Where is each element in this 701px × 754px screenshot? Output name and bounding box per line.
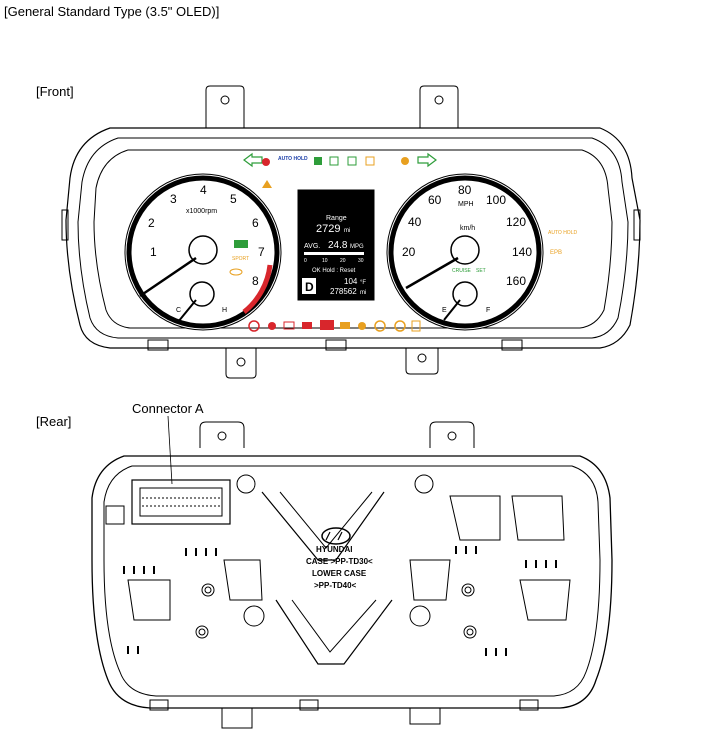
rear-case-line2: LOWER CASE xyxy=(312,569,367,578)
brake-warning-icon xyxy=(248,320,260,332)
speed-num-140: 140 xyxy=(512,245,532,259)
rear-brand: HYUNDAI xyxy=(316,545,352,554)
figure-title: [General Standard Type (3.5" OLED)] xyxy=(4,4,220,19)
hyundai-logo xyxy=(321,527,351,545)
oled-avg-value: 24.8 xyxy=(328,240,348,251)
speed-num-120: 120 xyxy=(506,215,526,229)
oled-avg-unit: MPG xyxy=(350,244,364,250)
oled-temp-unit: °F xyxy=(360,280,366,286)
rear-view-label: [Rear] xyxy=(36,414,72,429)
fuel-e-label: E xyxy=(442,307,447,314)
oled-range-label: Range xyxy=(326,215,347,222)
rear-case-line3: >PP-TD40< xyxy=(314,581,357,590)
tach-num-1: 1 xyxy=(150,245,157,259)
set-indicator: SET xyxy=(476,268,486,274)
tach-num-8: 8 xyxy=(252,274,259,288)
oled-gear-box xyxy=(302,278,316,294)
epb-warning-icon xyxy=(320,320,334,330)
tach-num-3: 3 xyxy=(170,192,177,206)
speed-num-160: 160 xyxy=(506,274,526,288)
speed-num-40: 40 xyxy=(408,215,422,229)
battery-warning-icon xyxy=(283,321,295,330)
oled-range-unit: mi xyxy=(344,228,350,234)
front-fog-icon xyxy=(347,156,357,166)
oled-display: Range 2729 mi AVG. 24.8 MPG 0 10 20 30 O… xyxy=(297,189,375,301)
car-indicator-icon xyxy=(229,268,243,276)
engine-check-icon xyxy=(340,322,350,329)
tach-redline xyxy=(242,264,273,314)
turn-left-icon xyxy=(243,152,263,168)
tpms-warning-icon xyxy=(394,320,406,332)
speed-num-80: 80 xyxy=(458,183,472,197)
oil-warning-icon xyxy=(302,322,312,329)
oled-odometer: 278562 xyxy=(330,287,357,296)
oled-scale-20: 20 xyxy=(340,258,346,264)
oled-scale-30: 30 xyxy=(358,258,364,264)
oled-hold-reset: OK Hold : Reset xyxy=(312,268,356,274)
speed-unit-kmh: km/h xyxy=(460,225,475,232)
seatbelt-icon xyxy=(262,158,270,166)
headlamp-icon xyxy=(314,157,322,165)
rear-fog-icon xyxy=(365,156,375,166)
low-beam-icon xyxy=(329,156,339,166)
temp-h-label: H xyxy=(222,307,227,314)
tach-num-6: 6 xyxy=(252,216,259,230)
warning-triangle-icon xyxy=(262,180,272,188)
low-fuel-icon xyxy=(411,320,421,332)
cruise-indicator: CRUISE xyxy=(452,268,472,274)
front-view-label: [Front] xyxy=(36,84,74,99)
sport-indicator: SPORT xyxy=(232,256,249,262)
oled-scale-10: 10 xyxy=(322,258,328,264)
front-cluster xyxy=(61,85,641,379)
oled-fuel-bar xyxy=(304,252,364,255)
tach-num-2: 2 xyxy=(148,216,155,230)
oled-gear: D xyxy=(305,280,314,294)
airbag-warning-icon xyxy=(268,322,276,330)
tach-unit: x1000rpm xyxy=(186,208,217,215)
oled-odo-unit: mi xyxy=(360,290,366,296)
speedometer: 20 40 60 80 100 120 140 160 MPH km/h CRU… xyxy=(386,173,577,331)
speed-num-60: 60 xyxy=(428,193,442,207)
bottom-warning-row xyxy=(248,320,421,332)
top-indicator-row: AUTO HOLD xyxy=(243,152,437,188)
epb-indicator: EPB xyxy=(550,250,562,256)
oled-temp: 104 xyxy=(344,277,358,286)
speed-num-20: 20 xyxy=(402,245,416,259)
connector-a-label: Connector A xyxy=(132,401,204,416)
eco-indicator-icon xyxy=(234,240,248,248)
rear-cluster xyxy=(91,415,613,729)
oled-scale-0: 0 xyxy=(304,258,307,264)
auto-hold-top-indicator: AUTO HOLD xyxy=(278,156,308,162)
oled-avg-label: AVG. xyxy=(304,243,320,250)
rear-case-line1: CASE >PP-TD30< xyxy=(306,557,373,566)
tach-num-5: 5 xyxy=(230,192,237,206)
tach-num-4: 4 xyxy=(200,183,207,197)
abs-warning-icon xyxy=(374,320,386,332)
tachometer: 1 2 3 4 5 6 7 8 x1000rpm C H SPORT xyxy=(124,173,282,331)
fuel-f-label: F xyxy=(486,307,490,314)
tach-num-7: 7 xyxy=(258,245,265,259)
oled-range-value: 2729 xyxy=(316,223,340,235)
turn-right-icon xyxy=(417,152,437,168)
auto-hold-side-indicator: AUTO HOLD xyxy=(548,230,577,236)
connector-leader-line xyxy=(167,415,173,485)
speed-unit: MPH xyxy=(458,201,474,208)
passenger-airbag-icon xyxy=(401,157,409,165)
temp-c-label: C xyxy=(176,307,181,314)
speed-num-100: 100 xyxy=(486,193,506,207)
esc-warning-icon xyxy=(358,322,366,330)
connector-a xyxy=(131,479,231,525)
